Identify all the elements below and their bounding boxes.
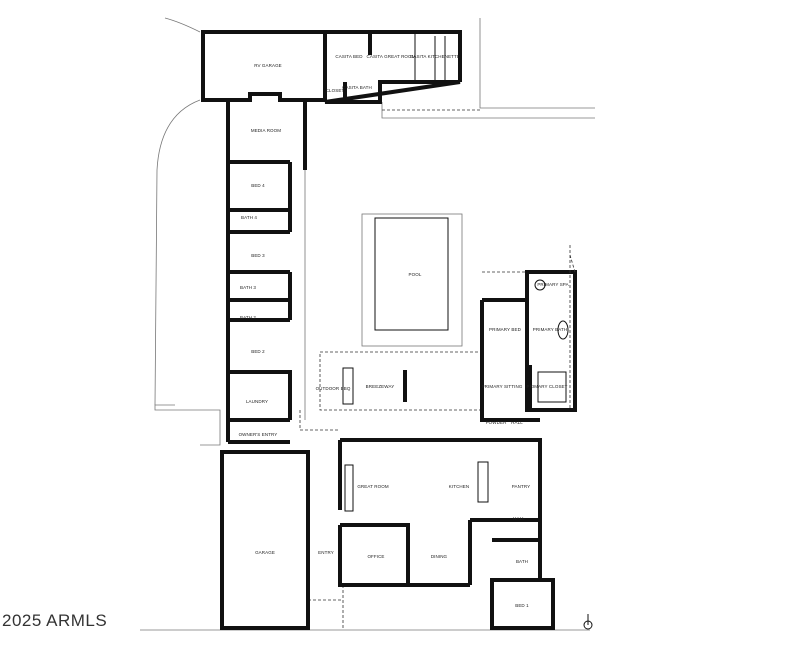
room-label: BED 1 <box>515 603 529 608</box>
bed-1-walls <box>490 578 555 630</box>
pool-outline <box>374 217 449 331</box>
room-label: CASITA GREAT ROOM <box>367 54 416 59</box>
primary-suite-walls <box>480 270 577 422</box>
room-label: PRIMARY BATH <box>533 327 567 332</box>
room-label: CLOSET <box>326 88 345 93</box>
room-label: MEDIA ROOM <box>251 128 281 133</box>
room-label: CASITA BATH <box>342 85 372 90</box>
main-house-walls <box>338 438 542 587</box>
spa-tub <box>534 279 546 291</box>
room-label: BATH <box>516 559 528 564</box>
walk-dash <box>299 410 344 630</box>
room-label: BATH 2 <box>240 315 256 320</box>
casita-kitchen-lines <box>414 32 446 82</box>
room-label: BATH 4 <box>241 215 257 220</box>
bbq-counter <box>342 367 354 405</box>
room-label: LAUNDRY <box>246 399 268 404</box>
room-label: PRIMARY BED <box>489 327 522 332</box>
room-label: DINING <box>431 554 448 559</box>
kitchen-island <box>477 461 489 503</box>
room-label: OFFICE <box>367 554 384 559</box>
room-label: PRIMARY SPA <box>537 282 568 287</box>
room-label: GARAGE <box>255 550 275 555</box>
watermark: 2025 ARMLS <box>2 611 108 630</box>
room-label: BED 4 <box>251 183 265 188</box>
primary-dash <box>482 245 576 410</box>
room-label: HALL <box>513 516 525 521</box>
site-line <box>479 18 595 109</box>
breezeway-outline <box>319 351 483 411</box>
room-label: POOL <box>409 272 422 277</box>
north-arrow-icon <box>583 614 593 630</box>
fireplace <box>344 464 354 512</box>
room-label: PRIMARY CLOSET <box>527 384 568 389</box>
room-label: CASITA BED <box>335 54 363 59</box>
room-label: PANTRY <box>512 484 530 489</box>
rv-garage-walls <box>201 30 327 102</box>
room-label: RV GARAGE <box>254 63 282 68</box>
west-wing-walls <box>226 100 307 444</box>
bath-tub <box>557 320 569 340</box>
closet-island <box>537 371 567 403</box>
room-label: ENTRY <box>318 550 334 555</box>
room-label: OUTDOOR BBQ <box>316 386 351 391</box>
garage-walls <box>220 450 310 630</box>
casita-walls <box>324 30 462 104</box>
room-label: HALL <box>511 420 523 425</box>
room-label: BED 2 <box>251 349 265 354</box>
site-line <box>164 17 201 33</box>
room-label: BATH 3 <box>240 285 256 290</box>
room-label: BREEZEWAY <box>366 384 395 389</box>
site-curve <box>154 99 201 406</box>
pool-deck <box>361 213 463 347</box>
room-label: OWNER'S ENTRY <box>239 432 278 437</box>
patio-line <box>381 102 595 119</box>
room-label: PRIMARY SITTING <box>482 384 523 389</box>
room-label: CASITA KITCHENETTE <box>410 54 460 59</box>
side-wall <box>154 404 221 446</box>
room-label: GREAT ROOM <box>357 484 388 489</box>
room-label: POWDER <box>486 420 508 425</box>
room-label: BED 3 <box>251 253 265 258</box>
room-label: KITCHEN <box>449 484 469 489</box>
